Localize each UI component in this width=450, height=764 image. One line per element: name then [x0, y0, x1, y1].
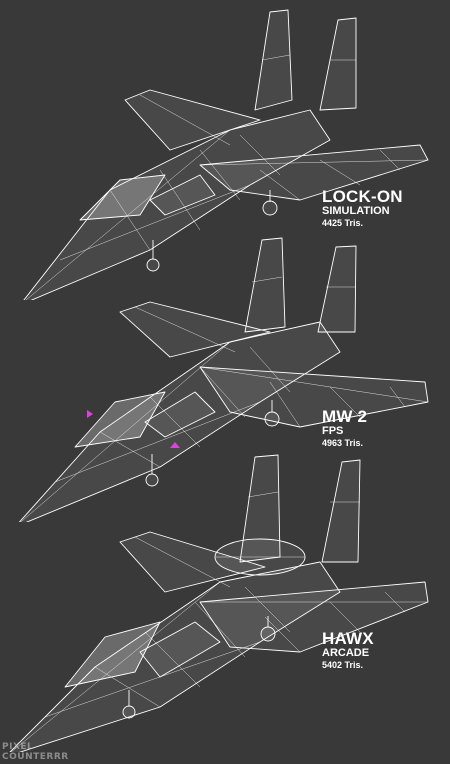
selection-marker — [87, 410, 93, 418]
model-mode: ARCADE — [322, 647, 370, 659]
selection-marker — [170, 442, 180, 448]
jet-wireframe-lockon — [0, 0, 450, 300]
model-title: LOCK-ON — [322, 187, 403, 206]
jet-wireframe-drawing — [23, 9, 429, 300]
watermark-line-1: PIXEL — [2, 742, 34, 752]
jet-wireframe-hawx — [0, 452, 450, 752]
jet-wireframe-mw2 — [0, 232, 450, 522]
model-title: MW 2 — [322, 407, 368, 426]
model-title: HAWX — [322, 629, 374, 648]
model-mode: SIMULATION — [322, 205, 390, 217]
model-tris: 5402 Tris. — [322, 660, 364, 670]
watermark-line-2: COUNTERRR — [2, 752, 69, 762]
caption-lockon: LOCK-ON SIMULATION 4425 Tris. — [322, 188, 403, 228]
caption-hawx: HAWX ARCADE 5402 Tris. — [322, 630, 374, 670]
jet-wireframe-drawing — [9, 454, 429, 752]
watermark: PIXEL COUNTERRR — [2, 742, 69, 762]
jet-wireframe-drawing — [18, 237, 429, 522]
model-tris: 4963 Tris. — [322, 438, 364, 448]
model-tris: 4425 Tris. — [322, 218, 364, 228]
caption-mw2: MW 2 FPS 4963 Tris. — [322, 408, 367, 448]
model-mode: FPS — [322, 425, 344, 437]
